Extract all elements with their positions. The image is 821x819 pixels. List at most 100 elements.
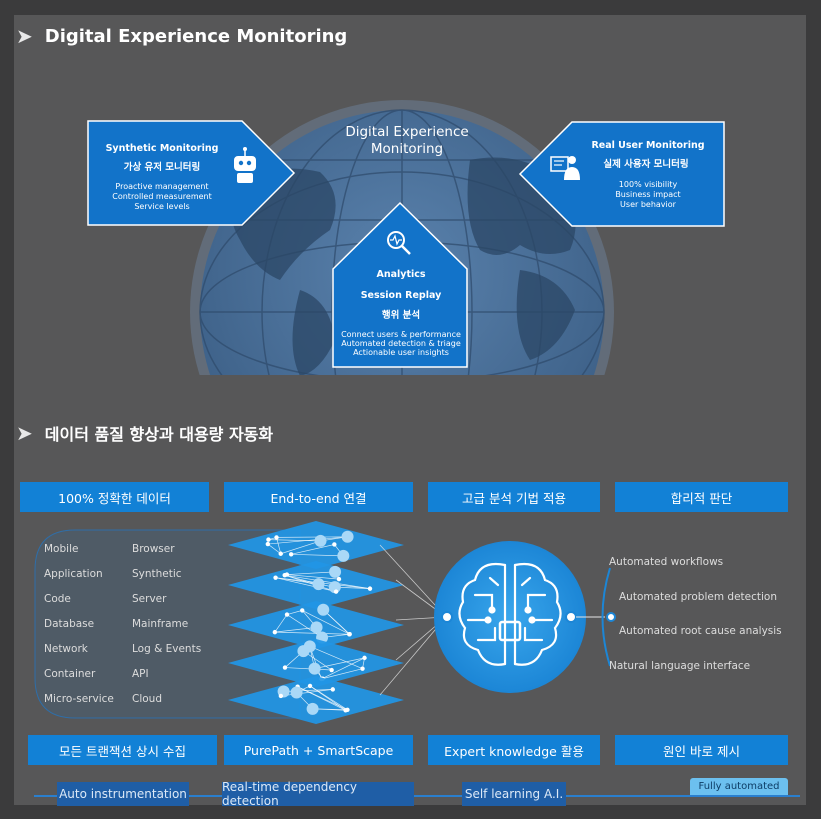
output-problem-detection: Automated problem detection (619, 591, 777, 603)
network-node (362, 655, 367, 661)
network-edge (309, 685, 346, 711)
source-mainframe: Mainframe (132, 618, 189, 630)
rum-title: Real User Monitoring (591, 140, 704, 151)
network-node (288, 552, 294, 557)
network-node (272, 629, 278, 635)
network-edge (280, 540, 321, 555)
analytics-title: Analytics (376, 269, 425, 280)
source-application: Application (44, 568, 103, 580)
network-edge (267, 543, 281, 555)
network-edge (274, 614, 288, 633)
ai-brain (434, 541, 586, 693)
output-root-cause: Automated root cause analysis (619, 625, 782, 637)
network-node (278, 551, 283, 556)
network-node (347, 631, 352, 637)
analytics-search-icon (387, 231, 411, 255)
network-edge (284, 667, 332, 671)
synthetic-line-1: Proactive management (115, 182, 208, 191)
tag-expert-knowledge: Expert knowledge 활용 (428, 735, 600, 765)
timeline-dependency-detection: Real-time dependency detection (222, 780, 414, 808)
network-node (278, 693, 284, 699)
network-edge (297, 686, 346, 711)
network-node (300, 608, 305, 613)
network-node (314, 534, 327, 547)
section-title-dem: ➤ Digital Experience Monitoring (16, 24, 347, 48)
synthetic-korean: 가상 유저 모니터링 (124, 161, 201, 173)
synthetic-title: Synthetic Monitoring (106, 143, 219, 154)
source-api: API (132, 668, 149, 680)
sources-panel (34, 529, 301, 719)
rum-line-2: Business impact (615, 190, 680, 199)
output-automated-workflows: Automated workflows (609, 556, 724, 568)
network-node (265, 541, 271, 547)
timeline-self-learning: Self learning A.I. (462, 782, 566, 806)
robot-icon (234, 147, 256, 183)
tag-root-cause-direct: 원인 바로 제시 (615, 735, 788, 765)
network-edge (274, 631, 350, 635)
network-node (284, 572, 290, 577)
network-edge (291, 553, 344, 557)
network-node (282, 665, 288, 670)
source-micro-service: Micro-service (44, 693, 114, 705)
chevron-right-icon: ➤ (16, 24, 33, 48)
network-edge (309, 646, 363, 669)
source-synthetic: Synthetic (132, 568, 182, 580)
tag-collect-all-transactions: 모든 트랜잭션 상시 수집 (28, 735, 217, 765)
network-edge (286, 610, 303, 615)
source-code: Code (44, 593, 71, 605)
timeline-line (34, 795, 800, 797)
network-node (306, 702, 319, 715)
network-node (328, 581, 341, 594)
network-node (329, 667, 334, 673)
synthetic-line-2: Controlled measurement (112, 192, 212, 201)
network-edge (274, 627, 317, 633)
network-node (367, 586, 373, 591)
globe-title-line2: Monitoring (371, 141, 443, 157)
fully-automated-badge: Fully automated (690, 778, 788, 795)
network-node (330, 687, 336, 692)
network-node (360, 666, 365, 671)
user-monitor-icon (550, 156, 580, 180)
analytics-box: Analytics Session Replay 행위 분석 Connect u… (332, 201, 468, 368)
network-node (310, 621, 323, 634)
network-node (312, 578, 325, 591)
synthetic-line-3: Service levels (134, 202, 189, 211)
network-node (303, 640, 316, 653)
source-mobile: Mobile (44, 543, 79, 555)
rum-line-1: 100% visibility (619, 180, 678, 189)
network-edge (276, 537, 282, 554)
network-node (274, 535, 279, 540)
network-node (307, 683, 313, 689)
network-edge (267, 536, 348, 545)
network-node (290, 686, 303, 699)
network-edge (275, 577, 319, 585)
network-edge (284, 574, 337, 592)
source-network: Network (44, 643, 88, 655)
network-edge (291, 544, 335, 555)
data-layer-stack (228, 521, 404, 724)
source-database: Database (44, 618, 95, 630)
real-user-monitoring-box: Real User Monitoring 실제 사용자 모니터링 100% vi… (518, 121, 725, 227)
network-node (273, 575, 278, 580)
analytics-subtitle: Session Replay (361, 290, 442, 301)
network-edge (314, 657, 365, 669)
network-node (336, 576, 342, 582)
network-node (266, 537, 271, 542)
network-edge (286, 614, 323, 638)
globe-title-line1: Digital Experience (345, 124, 468, 140)
rum-line-3: User behavior (620, 200, 677, 209)
analytics-line-2: Automated detection & triage (341, 339, 461, 348)
section-title-data-quality: ➤ 데이터 품질 향상과 대용량 자동화 (16, 421, 273, 445)
source-cloud: Cloud (132, 693, 162, 705)
network-layer (228, 676, 404, 724)
network-node (332, 542, 337, 547)
analytics-korean: 행위 분석 (382, 309, 420, 321)
network-edge (280, 689, 333, 697)
brain-icon (458, 562, 562, 666)
network-edge (286, 574, 339, 580)
source-browser: Browser (132, 543, 175, 555)
source-log-events: Log & Events (132, 643, 202, 655)
section-title-text: Digital Experience Monitoring (44, 25, 348, 47)
analytics-line-1: Connect users & performance (341, 330, 461, 339)
